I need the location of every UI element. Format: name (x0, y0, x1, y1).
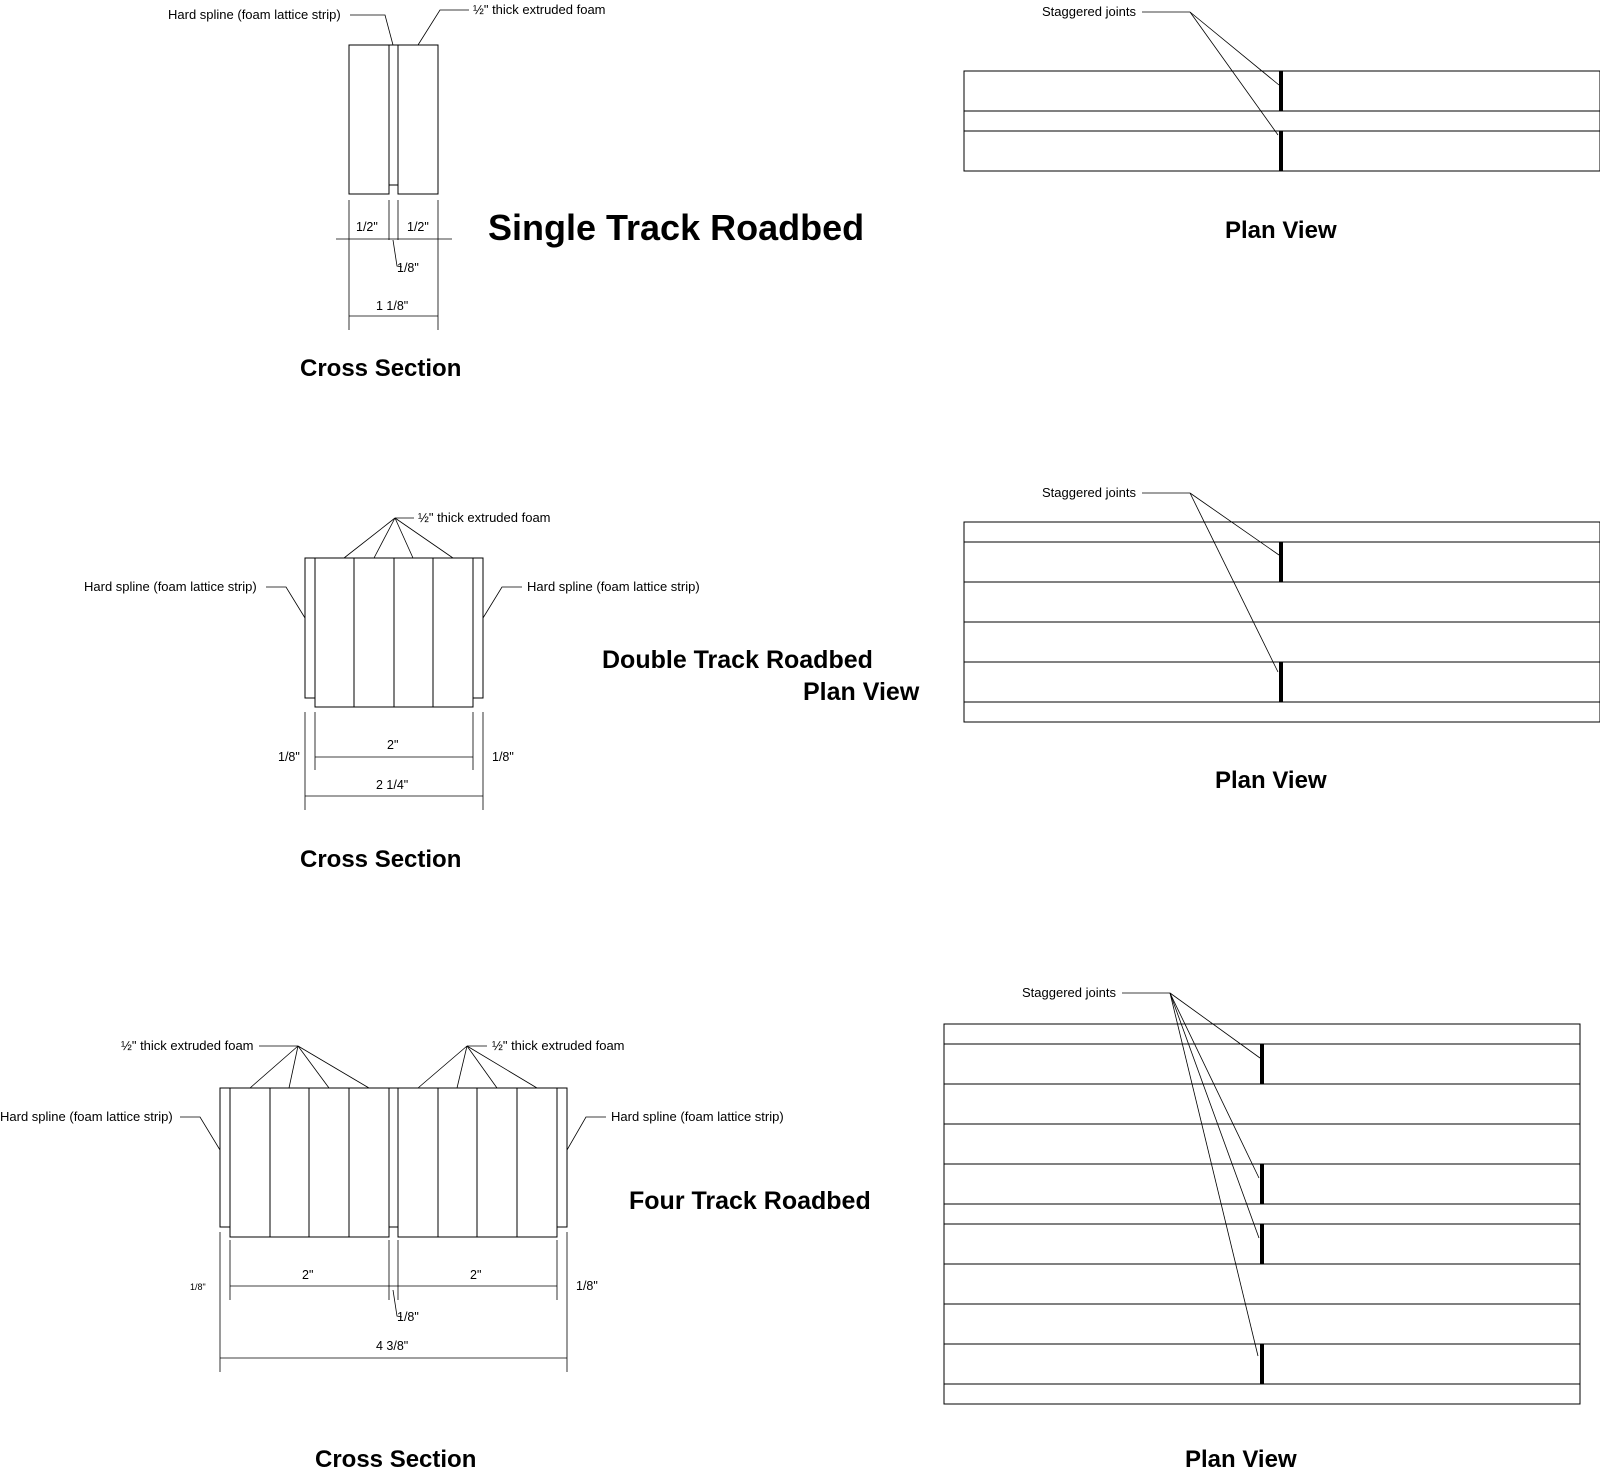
double-spline-left-leader (266, 586, 306, 619)
single-foam-leader (417, 9, 469, 46)
four-foam-5 (397, 1087, 439, 1238)
single-track-title: Single Track Roadbed (488, 207, 864, 248)
double-dim-center: 2" (387, 738, 398, 752)
single-cross-section: Hard spline (foam lattice strip) ½" thic… (168, 2, 606, 382)
double-plan-caption: Plan View (1215, 767, 1327, 794)
double-foam-2 (353, 557, 395, 708)
single-joints-label: Staggered joints (1042, 4, 1136, 19)
double-spline-left (304, 557, 316, 699)
four-cross-caption: Cross Section (315, 1446, 476, 1473)
four-dim-right: 1/8" (576, 1279, 598, 1293)
four-foam-6 (437, 1087, 478, 1238)
four-foam-3 (308, 1087, 350, 1238)
four-spline-right-label: Hard spline (foam lattice strip) (611, 1109, 784, 1124)
four-dim-total: 4 3/8" (376, 1339, 408, 1353)
four-plan-foam-3 (943, 1123, 1581, 1165)
double-cross-section: ½" thick extruded foam Hard spline (foam… (84, 510, 700, 873)
four-plan-spline-top (943, 1023, 1581, 1045)
four-plan-foam-2 (943, 1083, 1581, 1125)
single-dim-right: 1/2" (407, 220, 429, 234)
single-foam-label: ½" thick extruded foam (473, 2, 606, 17)
double-spline-left-label: Hard spline (foam lattice strip) (84, 579, 257, 594)
single-spline (388, 44, 399, 186)
four-plan-foam-7 (943, 1303, 1581, 1345)
four-foam-2 (269, 1087, 310, 1238)
four-plan-view: Staggered joints Plan View (943, 985, 1581, 1473)
four-spline-right-leader (566, 1116, 606, 1151)
four-plan-foam-6 (943, 1263, 1581, 1305)
single-spline-label: Hard spline (foam lattice strip) (168, 7, 341, 22)
four-foam-7 (476, 1087, 518, 1238)
double-track-title-1: Double Track Roadbed (602, 646, 873, 674)
four-cross-section: ½" thick extruded foam ½" thick extruded… (0, 1038, 784, 1473)
single-track-section: Single Track Roadbed Hard spline (foam l… (168, 2, 1600, 382)
double-spline-right (472, 557, 484, 699)
four-foam-left-label: ½" thick extruded foam (121, 1038, 254, 1053)
double-dim-total: 2 1/4" (376, 778, 408, 792)
single-dim-total: 1 1/8" (376, 299, 408, 313)
four-spline-right (556, 1087, 568, 1228)
double-foam-4 (432, 557, 474, 708)
single-dim-gap: 1/8" (397, 261, 419, 275)
double-joints-label: Staggered joints (1042, 485, 1136, 500)
double-dim-left: 1/8" (278, 750, 300, 764)
double-plan-spline-bottom (963, 701, 1600, 723)
single-plan-view: Staggered joints Plan View (963, 4, 1600, 244)
double-plan-spline-top (963, 521, 1600, 543)
double-plan-view: Staggered joints Plan View (963, 485, 1600, 794)
double-track-section: Double Track Roadbed Plan View ½" thick … (84, 485, 1600, 873)
four-dim-gap: 1/8" (397, 1310, 419, 1324)
double-plan-foam-3 (963, 621, 1600, 663)
single-dim-left: 1/2" (356, 220, 378, 234)
four-track-title: Four Track Roadbed (629, 1187, 871, 1215)
four-dim-seg1: 2" (302, 1268, 313, 1282)
single-foam-left (348, 44, 390, 195)
double-spline-right-leader (482, 586, 522, 619)
four-spline-left (219, 1087, 231, 1228)
single-plan-spline (963, 110, 1600, 132)
four-track-section: Four Track Roadbed ½" thick extruded foa… (0, 985, 1581, 1473)
four-spline-center (388, 1087, 399, 1228)
double-foam-3 (393, 557, 434, 708)
four-foam-right-label: ½" thick extruded foam (492, 1038, 625, 1053)
four-dim-left: 1/8" (190, 1282, 206, 1292)
four-plan-spline-center (943, 1203, 1581, 1225)
four-plan-caption: Plan View (1185, 1446, 1297, 1473)
single-spline-leader (350, 14, 394, 46)
double-plan-foam-2 (963, 581, 1600, 623)
four-joints-label: Staggered joints (1022, 985, 1116, 1000)
four-foam-8 (516, 1087, 558, 1238)
four-foam-1 (229, 1087, 271, 1238)
four-foam-4 (348, 1087, 390, 1238)
four-dim-seg2: 2" (470, 1268, 481, 1282)
double-spline-right-label: Hard spline (foam lattice strip) (527, 579, 700, 594)
double-foam-1 (314, 557, 355, 708)
four-spline-left-label: Hard spline (foam lattice strip) (0, 1109, 173, 1124)
four-spline-left-leader (180, 1116, 221, 1151)
double-track-title-2: Plan View (803, 678, 920, 706)
single-plan-caption: Plan View (1225, 217, 1337, 244)
four-plan-spline-bottom (943, 1383, 1581, 1405)
double-cross-caption: Cross Section (300, 846, 461, 873)
single-cross-caption: Cross Section (300, 355, 461, 382)
double-dim-right: 1/8" (492, 750, 514, 764)
single-foam-right (397, 44, 439, 195)
double-foam-label: ½" thick extruded foam (418, 510, 551, 525)
